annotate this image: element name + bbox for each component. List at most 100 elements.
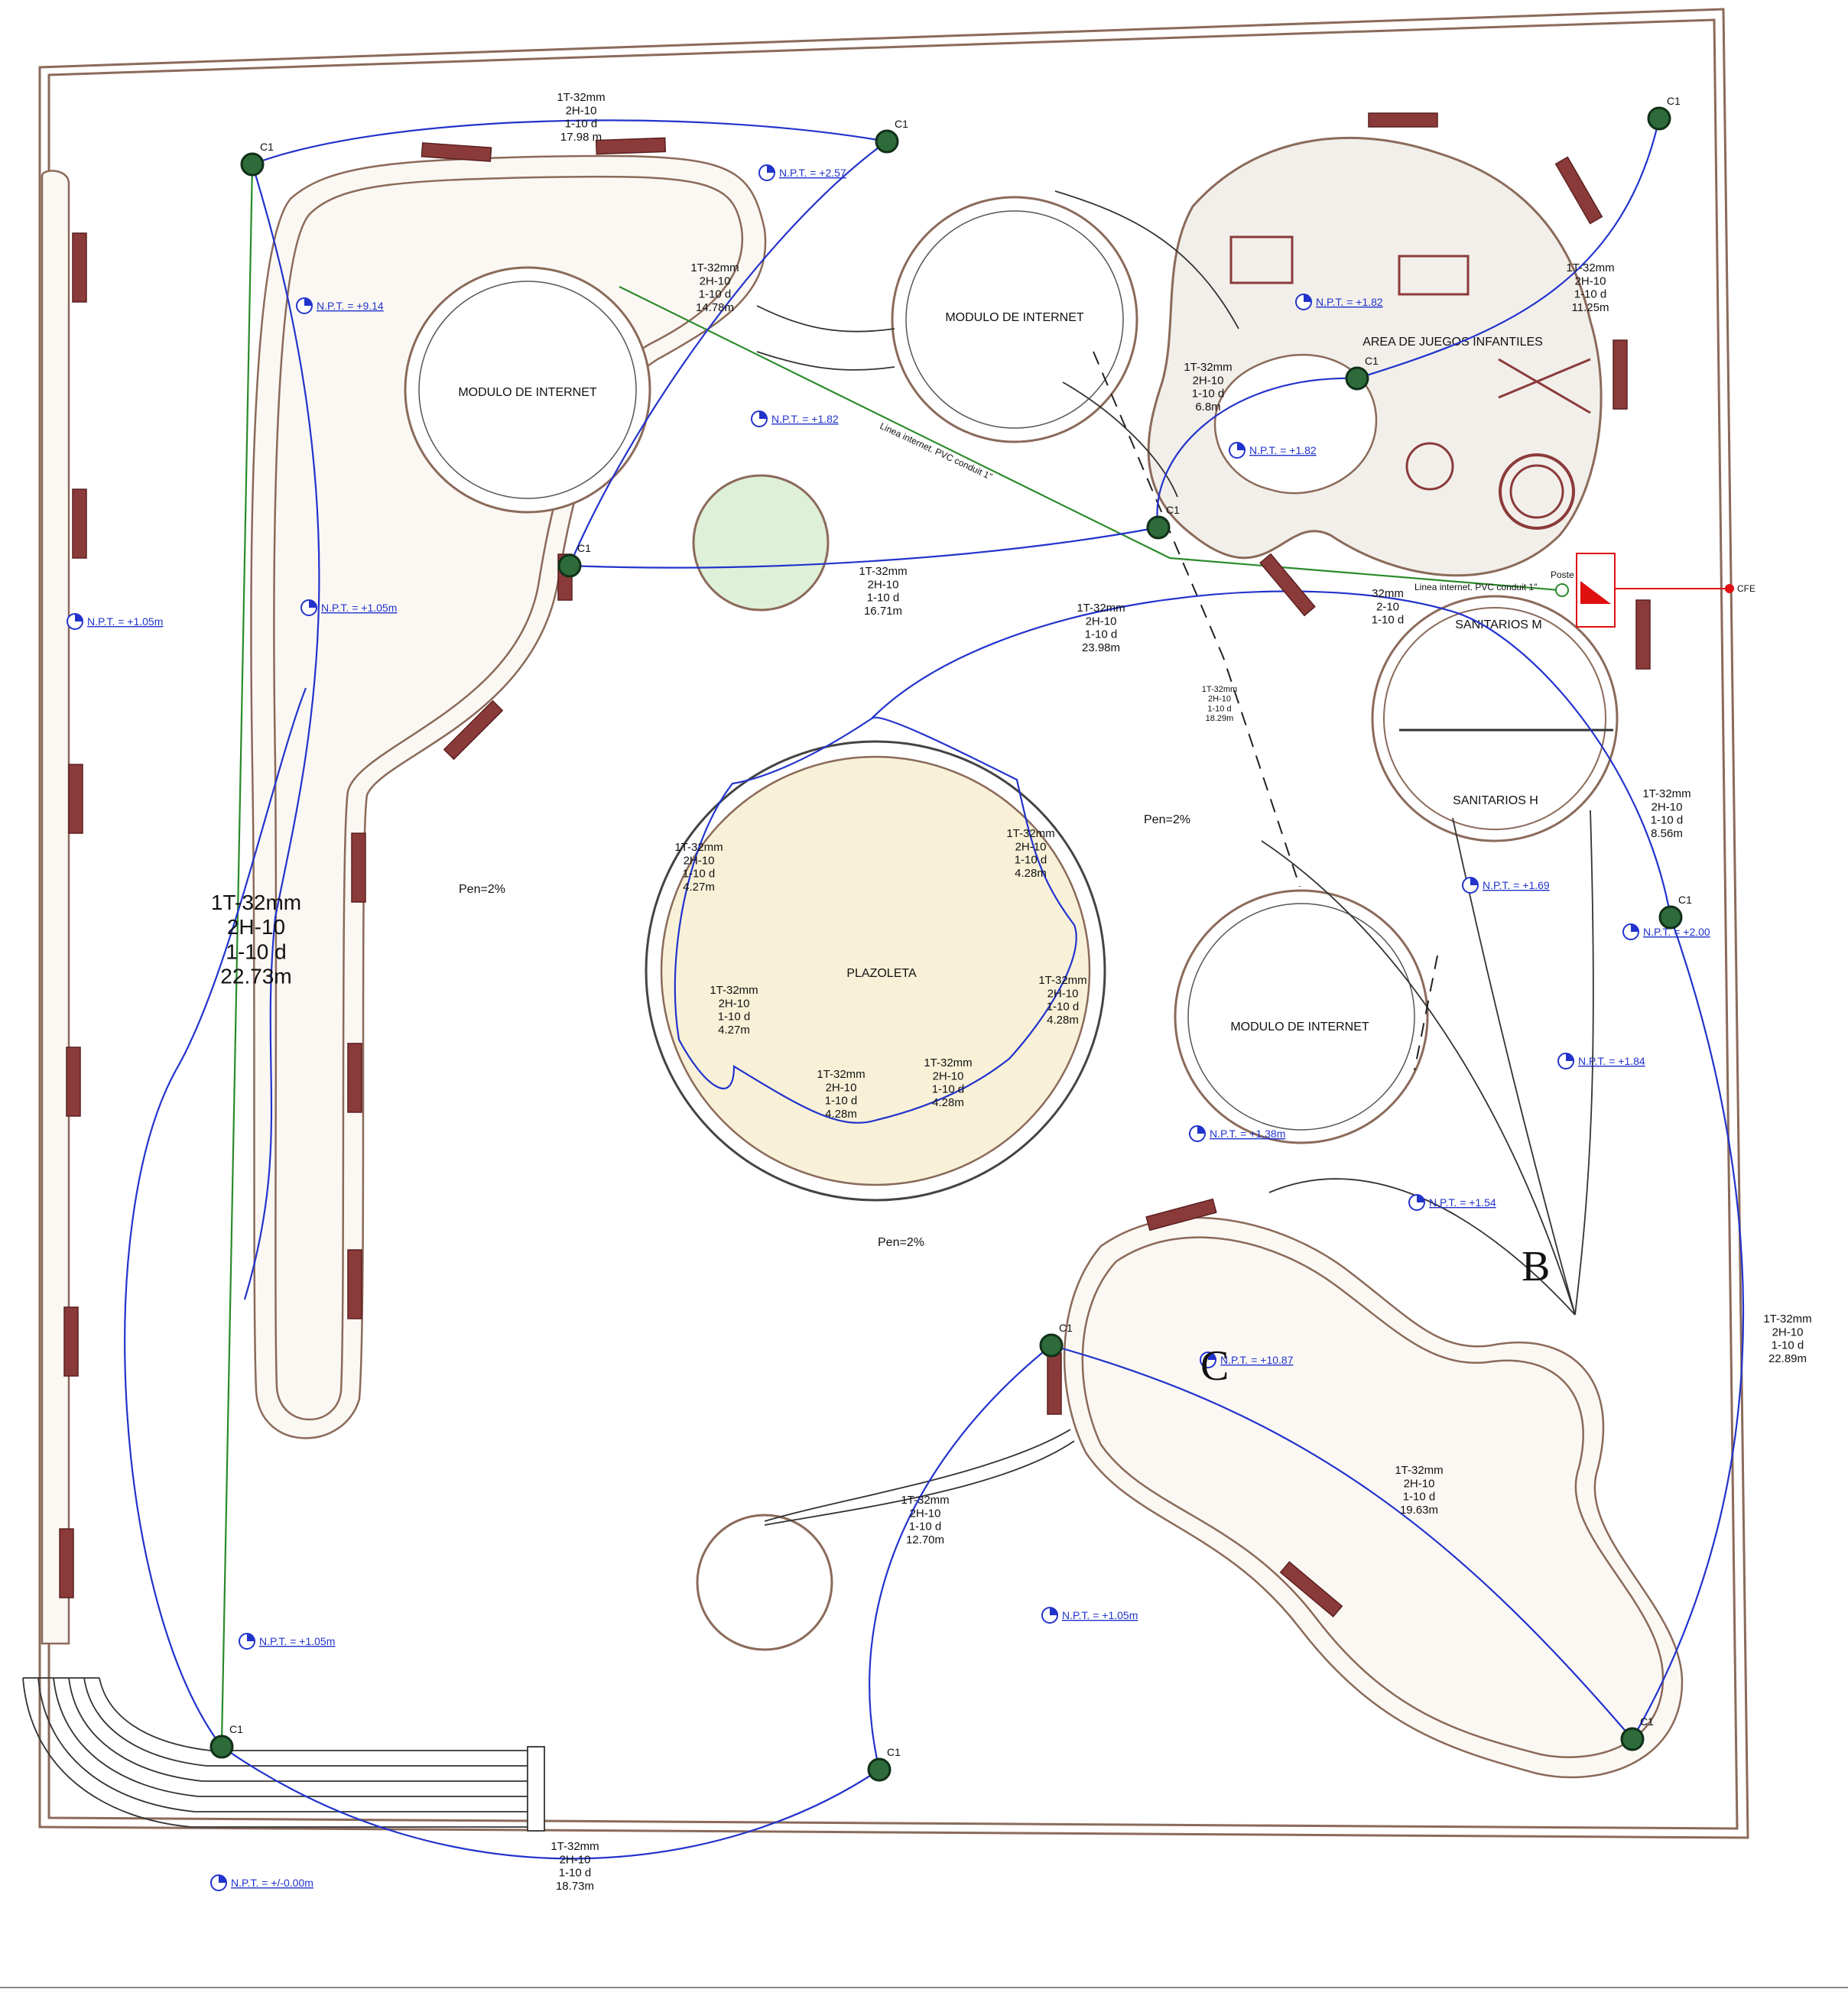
lamp-post-c1: C1 — [557, 542, 591, 578]
level-text: N.P.T. = +1.05m — [1062, 1609, 1138, 1621]
level-text: N.P.T. = +2.00 — [1643, 926, 1710, 938]
circuit-line: 4.28m — [1015, 867, 1047, 880]
lamp-code: C1 — [1059, 1322, 1073, 1334]
marker-c: C — [1200, 1342, 1229, 1390]
circuit-line: 2H-10 — [1575, 274, 1606, 287]
pen-label-3: Pen=2% — [878, 1236, 924, 1249]
level-mark-n11: N.P.T. = +1.38m — [1189, 1125, 1285, 1142]
circuit-line: 2H-10 — [1652, 800, 1683, 813]
cfe-label: CFE — [1737, 583, 1755, 594]
circuit-line: 2H-10 — [719, 997, 750, 1010]
lamp-post-c1: C1 — [875, 118, 908, 154]
level-mark-n6: N.P.T. = +1.05m — [67, 613, 163, 630]
circuit-line: 1-10 d — [683, 868, 716, 881]
circuit-line: 2H-10 — [684, 854, 715, 867]
entrance-steps — [22, 1677, 545, 1832]
level-mark-n3: N.P.T. = +1.82 — [1295, 294, 1383, 310]
circuit-line: 1T-32mm — [859, 565, 907, 578]
dashed-circuit — [1093, 351, 1301, 888]
lamp-code: C1 — [260, 141, 274, 153]
circuit-line: 1-10 d — [559, 1867, 592, 1880]
circuit-line: 1T-32mm — [1566, 261, 1614, 274]
level-mark-n13: N.P.T. = +10.87 — [1200, 1352, 1294, 1368]
level-text: N.P.T. = +1.82 — [1316, 296, 1383, 308]
circuit-line: 11.25m — [1572, 301, 1609, 314]
circuit-line: 1T-32mm — [557, 91, 605, 104]
lighting-circuits — [124, 118, 1745, 1860]
playground-area: AREA DE JUEGOS INFANTILES — [1147, 136, 1603, 577]
green-planter — [692, 474, 830, 612]
circuit-line: 2H-10 — [1772, 1326, 1804, 1339]
circuit-line: 1-10 d — [1772, 1339, 1804, 1352]
south-planter — [696, 1514, 833, 1651]
lamp-code: C1 — [1667, 95, 1681, 107]
circuit-line: 2H-10 — [1404, 1477, 1435, 1490]
sanitarios-h-label: SANITARIOS H — [1453, 794, 1538, 807]
lamp-post-c1: C1 — [1039, 1322, 1073, 1358]
lamp-post-c1: C1 — [1345, 355, 1379, 391]
level-mark-n4: N.P.T. = +1.82 — [751, 411, 839, 427]
level-mark-n14: N.P.T. = +1.05m — [1041, 1607, 1138, 1624]
circuit-line: 4.27m — [718, 1024, 750, 1037]
circuit-line: 2H-10 — [826, 1081, 857, 1094]
circuit-line: 1-10 d — [932, 1083, 965, 1096]
circuit-line: 2H-10 — [1047, 987, 1079, 1000]
circuit-line: 2H-10 — [227, 915, 285, 939]
level-text: N.P.T. = +1.05m — [321, 602, 397, 614]
lamp-post-c1: C1 — [867, 1746, 901, 1782]
circuit-line: 1T-32mm — [551, 1840, 599, 1853]
level-mark-n2: N.P.T. = +9.14 — [296, 297, 384, 314]
circuit-line: 1T-32mm — [901, 1494, 949, 1507]
circuit-line: 2H-10 — [868, 578, 899, 591]
circuit-line: 1T-32mm — [1077, 602, 1125, 615]
utility-post: Poste CFE — [1551, 553, 1755, 628]
circuit-line: 1T-32mm — [674, 841, 723, 854]
playground-label: AREA DE JUEGOS INFANTILES — [1362, 336, 1543, 349]
lamp-post-c1: C1 — [1658, 894, 1692, 930]
circuit-line: 19.63m — [1400, 1504, 1438, 1517]
level-mark-n8: N.P.T. = +1.69 — [1462, 877, 1550, 894]
southeast-walkway — [1063, 1216, 1684, 1779]
circuit-line: 1T-32mm — [1184, 361, 1232, 374]
level-text: N.P.T. = +1.05m — [87, 615, 163, 628]
circuit-line: 2H-10 — [560, 1853, 591, 1866]
level-text: N.P.T. = +1.38m — [1210, 1128, 1285, 1140]
circuit-line: 1-10 d — [1403, 1491, 1436, 1504]
circuit-line: 16.71m — [864, 605, 902, 618]
circuit-line: 22.89m — [1768, 1352, 1807, 1365]
lamp-code: C1 — [887, 1746, 901, 1758]
level-text: N.P.T. = +9.14 — [317, 300, 384, 312]
circuit-line: 1T-32mm — [211, 891, 301, 914]
circuit-line: 2H-10 — [700, 274, 731, 287]
circuit-line: 1-10 d — [867, 592, 900, 605]
circuit-line: 4.28m — [1047, 1014, 1079, 1027]
level-text: N.P.T. = +1.82 — [771, 413, 839, 425]
level-text: N.P.T. = +1.82 — [1249, 444, 1317, 456]
lamp-icon — [1620, 1727, 1645, 1751]
lamp-code: C1 — [1166, 504, 1180, 516]
circuit-line: 6.8m — [1195, 401, 1220, 414]
level-mark-n12: N.P.T. = +1.54 — [1408, 1194, 1496, 1211]
internet-module-2: MODULO DE INTERNET — [891, 196, 1138, 443]
internet-line-label-2: Linea internet. PVC conduit 1" — [1414, 582, 1537, 592]
dashed-circuit-2 — [1414, 955, 1438, 1071]
west-walkway — [41, 170, 70, 1645]
circuit-line: 1-10 d — [718, 1011, 751, 1024]
lamp-post-c1: C1 — [209, 1723, 243, 1759]
circuit-line: 1-10 d — [1207, 704, 1231, 713]
